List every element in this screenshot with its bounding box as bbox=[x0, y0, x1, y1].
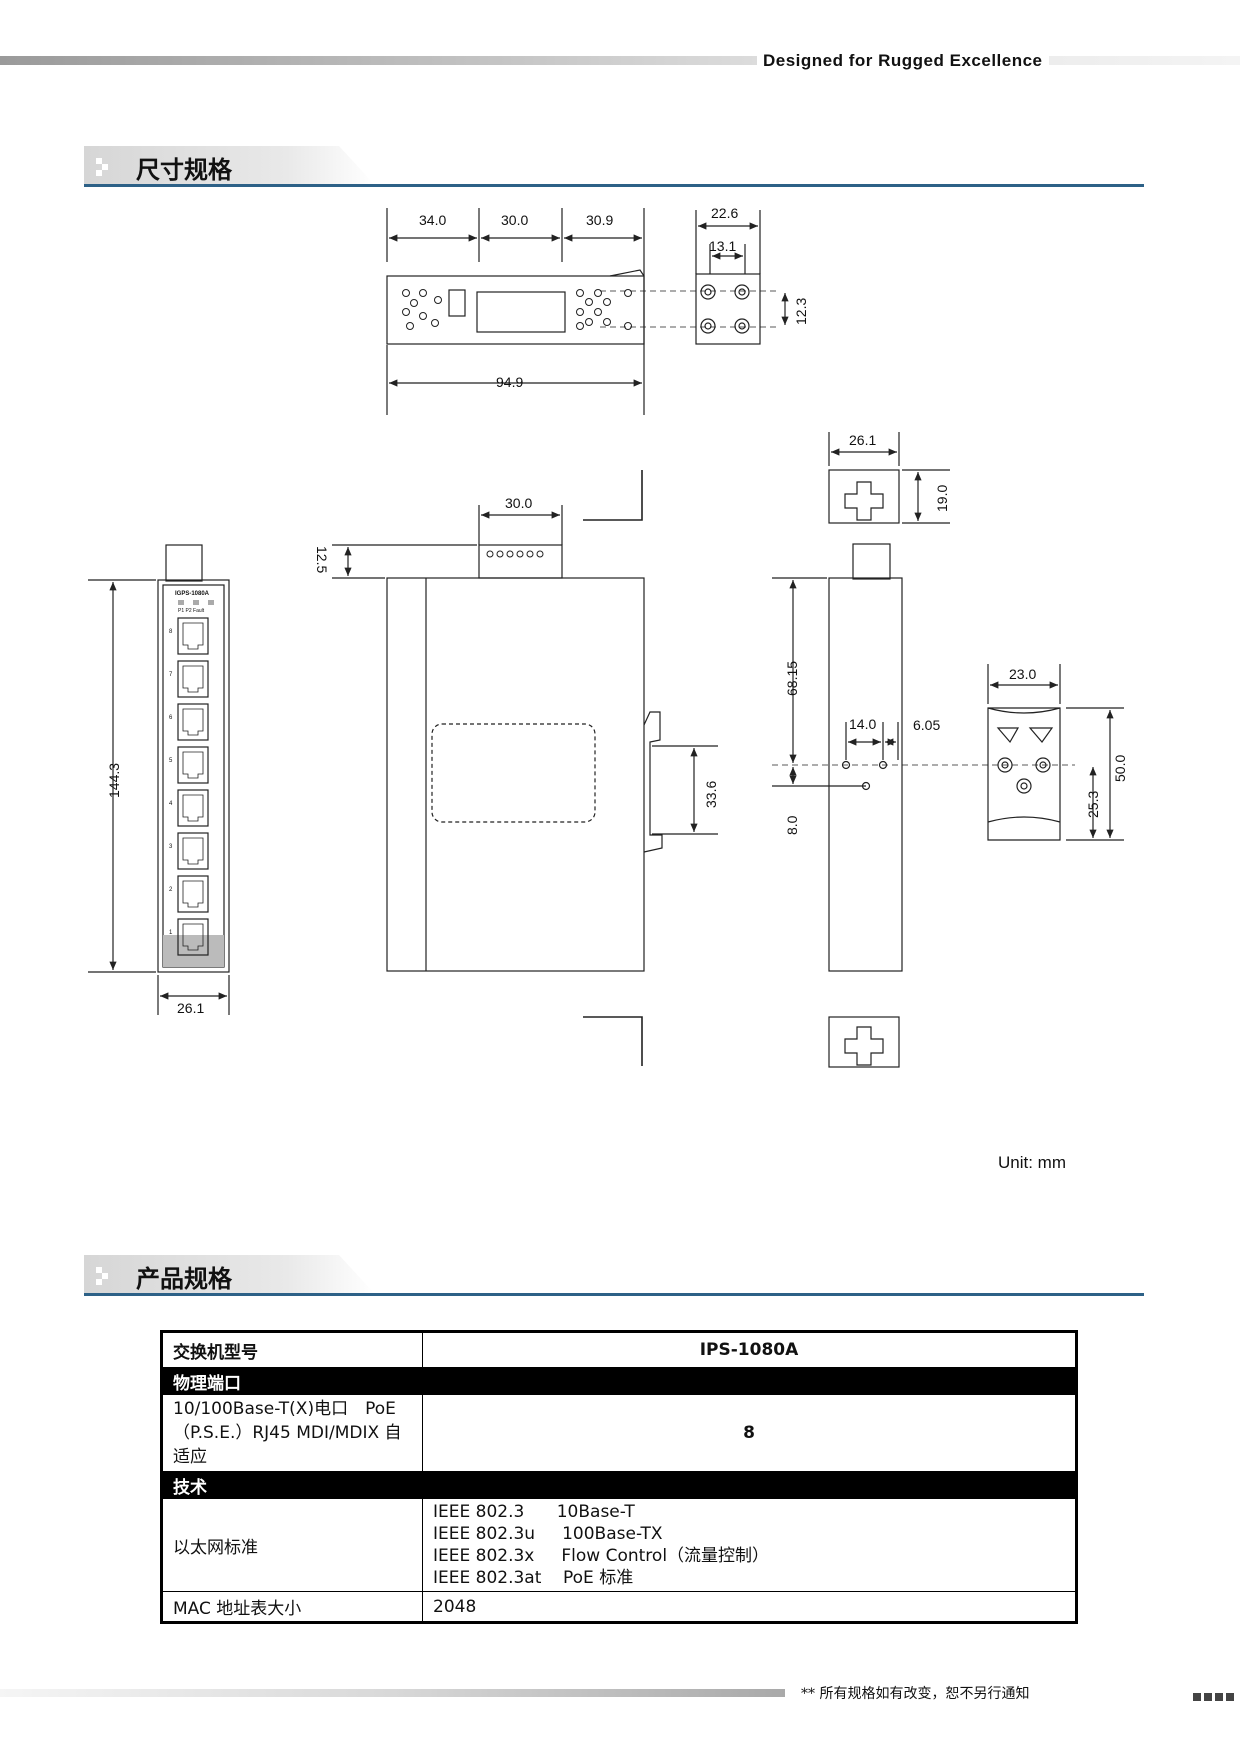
port-number: 7 bbox=[169, 672, 173, 678]
spec-table: 交换机型号 IPS-1080A 物理端口 10/100Base-T(X)电口 P… bbox=[160, 1330, 1078, 1624]
rj45-port bbox=[177, 832, 209, 870]
footer-squares bbox=[1193, 1688, 1237, 1706]
model-label: 交换机型号 bbox=[161, 1331, 423, 1368]
port-number: 4 bbox=[169, 801, 173, 807]
port-number: 2 bbox=[169, 887, 173, 893]
port-number: 6 bbox=[169, 715, 173, 721]
dim-label: 26.1 bbox=[177, 1000, 204, 1016]
rj45-socket bbox=[182, 880, 204, 908]
rj45-socket bbox=[182, 923, 204, 951]
table-row: 以太网标准 IEEE 802.3 10Base-T IEEE 802.3u 10… bbox=[161, 1498, 1077, 1592]
dim-label: 94.9 bbox=[496, 374, 523, 390]
standard-line: IEEE 802.3at PoE 标准 bbox=[433, 1568, 634, 1588]
dim-label: 22.6 bbox=[711, 205, 738, 221]
dim-label: 12.3 bbox=[793, 298, 809, 325]
rj45-socket bbox=[182, 751, 204, 779]
band-tech: 技术 bbox=[161, 1471, 1077, 1499]
bullet-icon bbox=[102, 1273, 108, 1279]
dim-label: 30.0 bbox=[501, 212, 528, 228]
band-row: 技术 bbox=[161, 1471, 1077, 1499]
standard-line: IEEE 802.3u 100Base-TX bbox=[433, 1524, 663, 1544]
band-ports: 物理端口 bbox=[161, 1367, 1077, 1395]
footer-note: ** 所有规格如有改变，恕不另行通知 bbox=[801, 1686, 1030, 1702]
mac-label: MAC 地址表大小 bbox=[161, 1591, 423, 1623]
footer-rule bbox=[0, 1689, 785, 1697]
rj45-port bbox=[177, 789, 209, 827]
dim-label: 34.0 bbox=[419, 212, 446, 228]
led-labels: P1 P2 Fault bbox=[178, 608, 205, 614]
rj45-port bbox=[177, 918, 209, 956]
rear-view bbox=[772, 432, 1075, 1068]
header-rule bbox=[0, 56, 1240, 65]
port-number: 5 bbox=[169, 758, 173, 764]
rj45-socket bbox=[182, 708, 204, 736]
table-row: MAC 地址表大小 2048 bbox=[161, 1591, 1077, 1623]
band-row: 物理端口 bbox=[161, 1367, 1077, 1395]
din-rail-clip bbox=[987, 664, 1124, 841]
dim-label: 68.15 bbox=[784, 661, 800, 696]
ethernet-label: 以太网标准 bbox=[161, 1498, 423, 1592]
dim-label: 26.1 bbox=[849, 432, 876, 448]
header-tagline: Designed for Rugged Excellence bbox=[757, 51, 1049, 71]
dim-label: 6.05 bbox=[913, 717, 940, 733]
rj45-socket bbox=[182, 665, 204, 693]
section-title: 产品规格 bbox=[136, 1265, 232, 1293]
bullet-icon bbox=[96, 1267, 102, 1273]
dim-label: 19.0 bbox=[934, 485, 950, 512]
ethernet-standards: IEEE 802.3 10Base-T IEEE 802.3u 100Base-… bbox=[422, 1498, 1077, 1592]
table-row: 10/100Base-T(X)电口 PoE（P.S.E.）RJ45 MDI/MD… bbox=[161, 1394, 1077, 1472]
side-view bbox=[332, 470, 718, 1066]
dimension-drawing: 8 7 6 5 4 3 2 1 bbox=[88, 205, 1128, 1068]
dim-label: 33.6 bbox=[703, 781, 719, 808]
dim-label: 50.0 bbox=[1112, 755, 1128, 782]
rj45-port bbox=[177, 875, 209, 913]
bullet-icon bbox=[102, 164, 108, 170]
bullet-icon bbox=[96, 170, 102, 176]
unit-label: Unit: mm bbox=[998, 1153, 1066, 1172]
top-view bbox=[386, 208, 789, 415]
dim-label: 30.0 bbox=[505, 495, 532, 511]
bullet-icon bbox=[96, 158, 102, 164]
dim-label: 25.3 bbox=[1085, 791, 1101, 818]
rj45-socket bbox=[182, 622, 204, 650]
model-label: IGPS-1080A bbox=[175, 591, 210, 597]
section-header-dimensions: 尺寸规格 bbox=[84, 146, 1144, 187]
rj45-socket bbox=[182, 837, 204, 865]
standard-line: IEEE 802.3x Flow Control（流量控制） bbox=[433, 1546, 770, 1566]
mac-value: 2048 bbox=[422, 1591, 1077, 1623]
port-label: 10/100Base-T(X)电口 PoE（P.S.E.）RJ45 MDI/MD… bbox=[161, 1394, 423, 1472]
dim-label: 12.5 bbox=[314, 546, 330, 573]
section-header-specs: 产品规格 bbox=[84, 1255, 1144, 1296]
bullet-icon bbox=[96, 1279, 102, 1285]
rj45-port bbox=[177, 617, 209, 655]
port-value: 8 bbox=[422, 1394, 1077, 1472]
dim-label: 8.0 bbox=[784, 815, 800, 835]
dim-label: 13.1 bbox=[709, 238, 736, 254]
dim-label: 14.0 bbox=[849, 716, 876, 732]
rj45-port bbox=[177, 746, 209, 784]
rj45-ports: 8 7 6 5 4 3 2 1 bbox=[169, 617, 209, 956]
rj45-socket bbox=[182, 794, 204, 822]
dim-label: 23.0 bbox=[1009, 666, 1036, 682]
front-view: 8 7 6 5 4 3 2 1 bbox=[88, 544, 230, 1015]
model-value: IPS-1080A bbox=[422, 1331, 1077, 1368]
port-number: 1 bbox=[169, 930, 173, 936]
section-title: 尺寸规格 bbox=[136, 156, 232, 184]
port-number: 8 bbox=[169, 629, 173, 635]
rj45-port bbox=[177, 703, 209, 741]
table-row: 交换机型号 IPS-1080A bbox=[161, 1331, 1077, 1368]
dim-label: 144.3 bbox=[106, 763, 122, 798]
standard-line: IEEE 802.3 10Base-T bbox=[433, 1502, 635, 1522]
dim-label: 30.9 bbox=[586, 212, 613, 228]
rj45-port bbox=[177, 660, 209, 698]
port-number: 3 bbox=[169, 844, 173, 850]
